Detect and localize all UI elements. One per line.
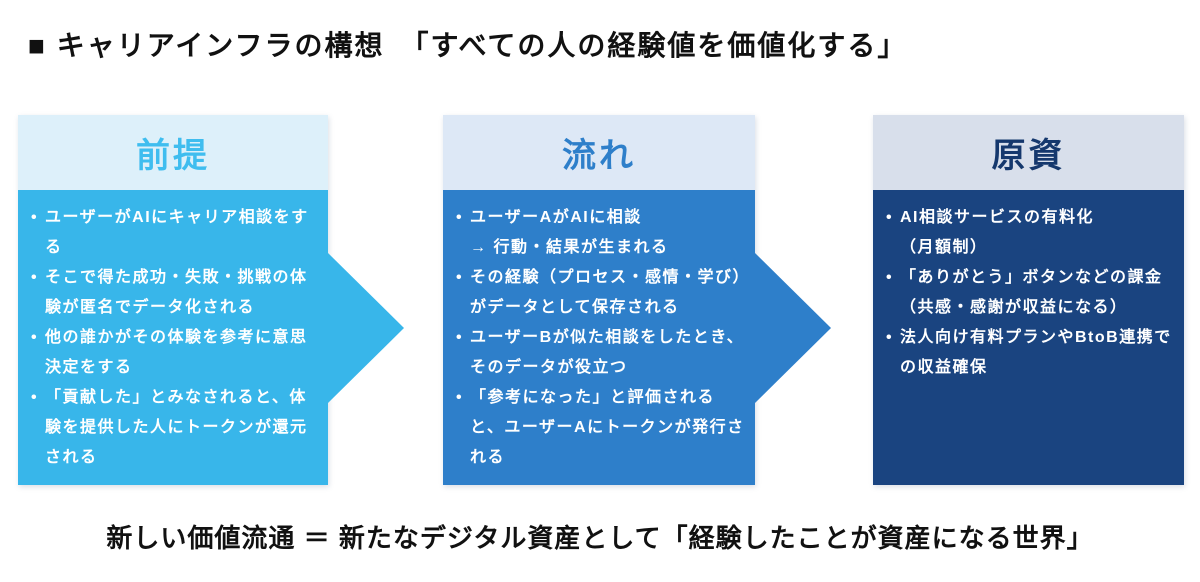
bullet-item: AI相談サービスの有料化 （月額制） bbox=[886, 203, 1178, 263]
bullet-item: ユーザーAがAIに相談 → 行動・結果が生まれる bbox=[456, 203, 749, 263]
bullet-item: 他の誰かがその体験を参考に意思決定をする bbox=[31, 323, 322, 383]
funding-bullet-list: AI相談サービスの有料化 （月額制） 「ありがとう」ボタンなどの課金（共感・感謝… bbox=[886, 203, 1178, 383]
flow-bullet-list: ユーザーAがAIに相談 → 行動・結果が生まれる その経験（プロセス・感情・学び… bbox=[456, 203, 749, 473]
column-funding: 原資 AI相談サービスの有料化 （月額制） 「ありがとう」ボタンなどの課金（共感… bbox=[873, 115, 1184, 485]
column-funding-title: 原資 bbox=[991, 137, 1066, 175]
slide-footer: 新しい価値流通 ＝ 新たなデジタル資産として「経験したことが資産になる世界」 bbox=[106, 523, 1094, 553]
bullet-item: 「ありがとう」ボタンなどの課金（共感・感謝が収益になる） bbox=[886, 263, 1178, 323]
bullet-item: 「参考になった」と評価されると、ユーザーAにトークンが発行される bbox=[456, 383, 749, 473]
bullet-item: そこで得た成功・失敗・挑戦の体験が匿名でデータ化される bbox=[31, 263, 322, 323]
arrow-right-icon bbox=[755, 253, 831, 403]
bullet-item: ユーザーがAIにキャリア相談をする bbox=[31, 203, 322, 263]
column-funding-header: 原資 bbox=[873, 115, 1184, 190]
bullet-item: 「貢献した」とみなされると、体験を提供した人にトークンが還元される bbox=[31, 383, 322, 473]
premise-bullet-list: ユーザーがAIにキャリア相談をする そこで得た成功・失敗・挑戦の体験が匿名でデー… bbox=[31, 203, 322, 473]
bullet-item: 法人向け有料プランやBtoB連携での収益確保 bbox=[886, 323, 1178, 383]
slide-title: ■ キャリアインフラの構想 「すべての人の経験値を価値化する」 bbox=[28, 30, 908, 61]
column-premise-header: 前提 bbox=[18, 115, 328, 190]
arrow-right-icon bbox=[328, 253, 404, 403]
column-flow-header: 流れ bbox=[443, 115, 755, 190]
column-premise-title: 前提 bbox=[136, 137, 210, 175]
column-flow-body: ユーザーAがAIに相談 → 行動・結果が生まれる その経験（プロセス・感情・学び… bbox=[443, 190, 755, 485]
column-flow: 流れ ユーザーAがAIに相談 → 行動・結果が生まれる その経験（プロセス・感情… bbox=[443, 115, 831, 485]
column-funding-body: AI相談サービスの有料化 （月額制） 「ありがとう」ボタンなどの課金（共感・感謝… bbox=[873, 190, 1184, 485]
bullet-item: ユーザーBが似た相談をしたとき、そのデータが役立つ bbox=[456, 323, 749, 383]
column-premise: 前提 ユーザーがAIにキャリア相談をする そこで得た成功・失敗・挑戦の体験が匿名… bbox=[18, 115, 404, 485]
bullet-item: その経験（プロセス・感情・学び）がデータとして保存される bbox=[456, 263, 749, 323]
column-premise-body: ユーザーがAIにキャリア相談をする そこで得た成功・失敗・挑戦の体験が匿名でデー… bbox=[18, 190, 328, 485]
column-flow-title: 流れ bbox=[562, 137, 636, 175]
